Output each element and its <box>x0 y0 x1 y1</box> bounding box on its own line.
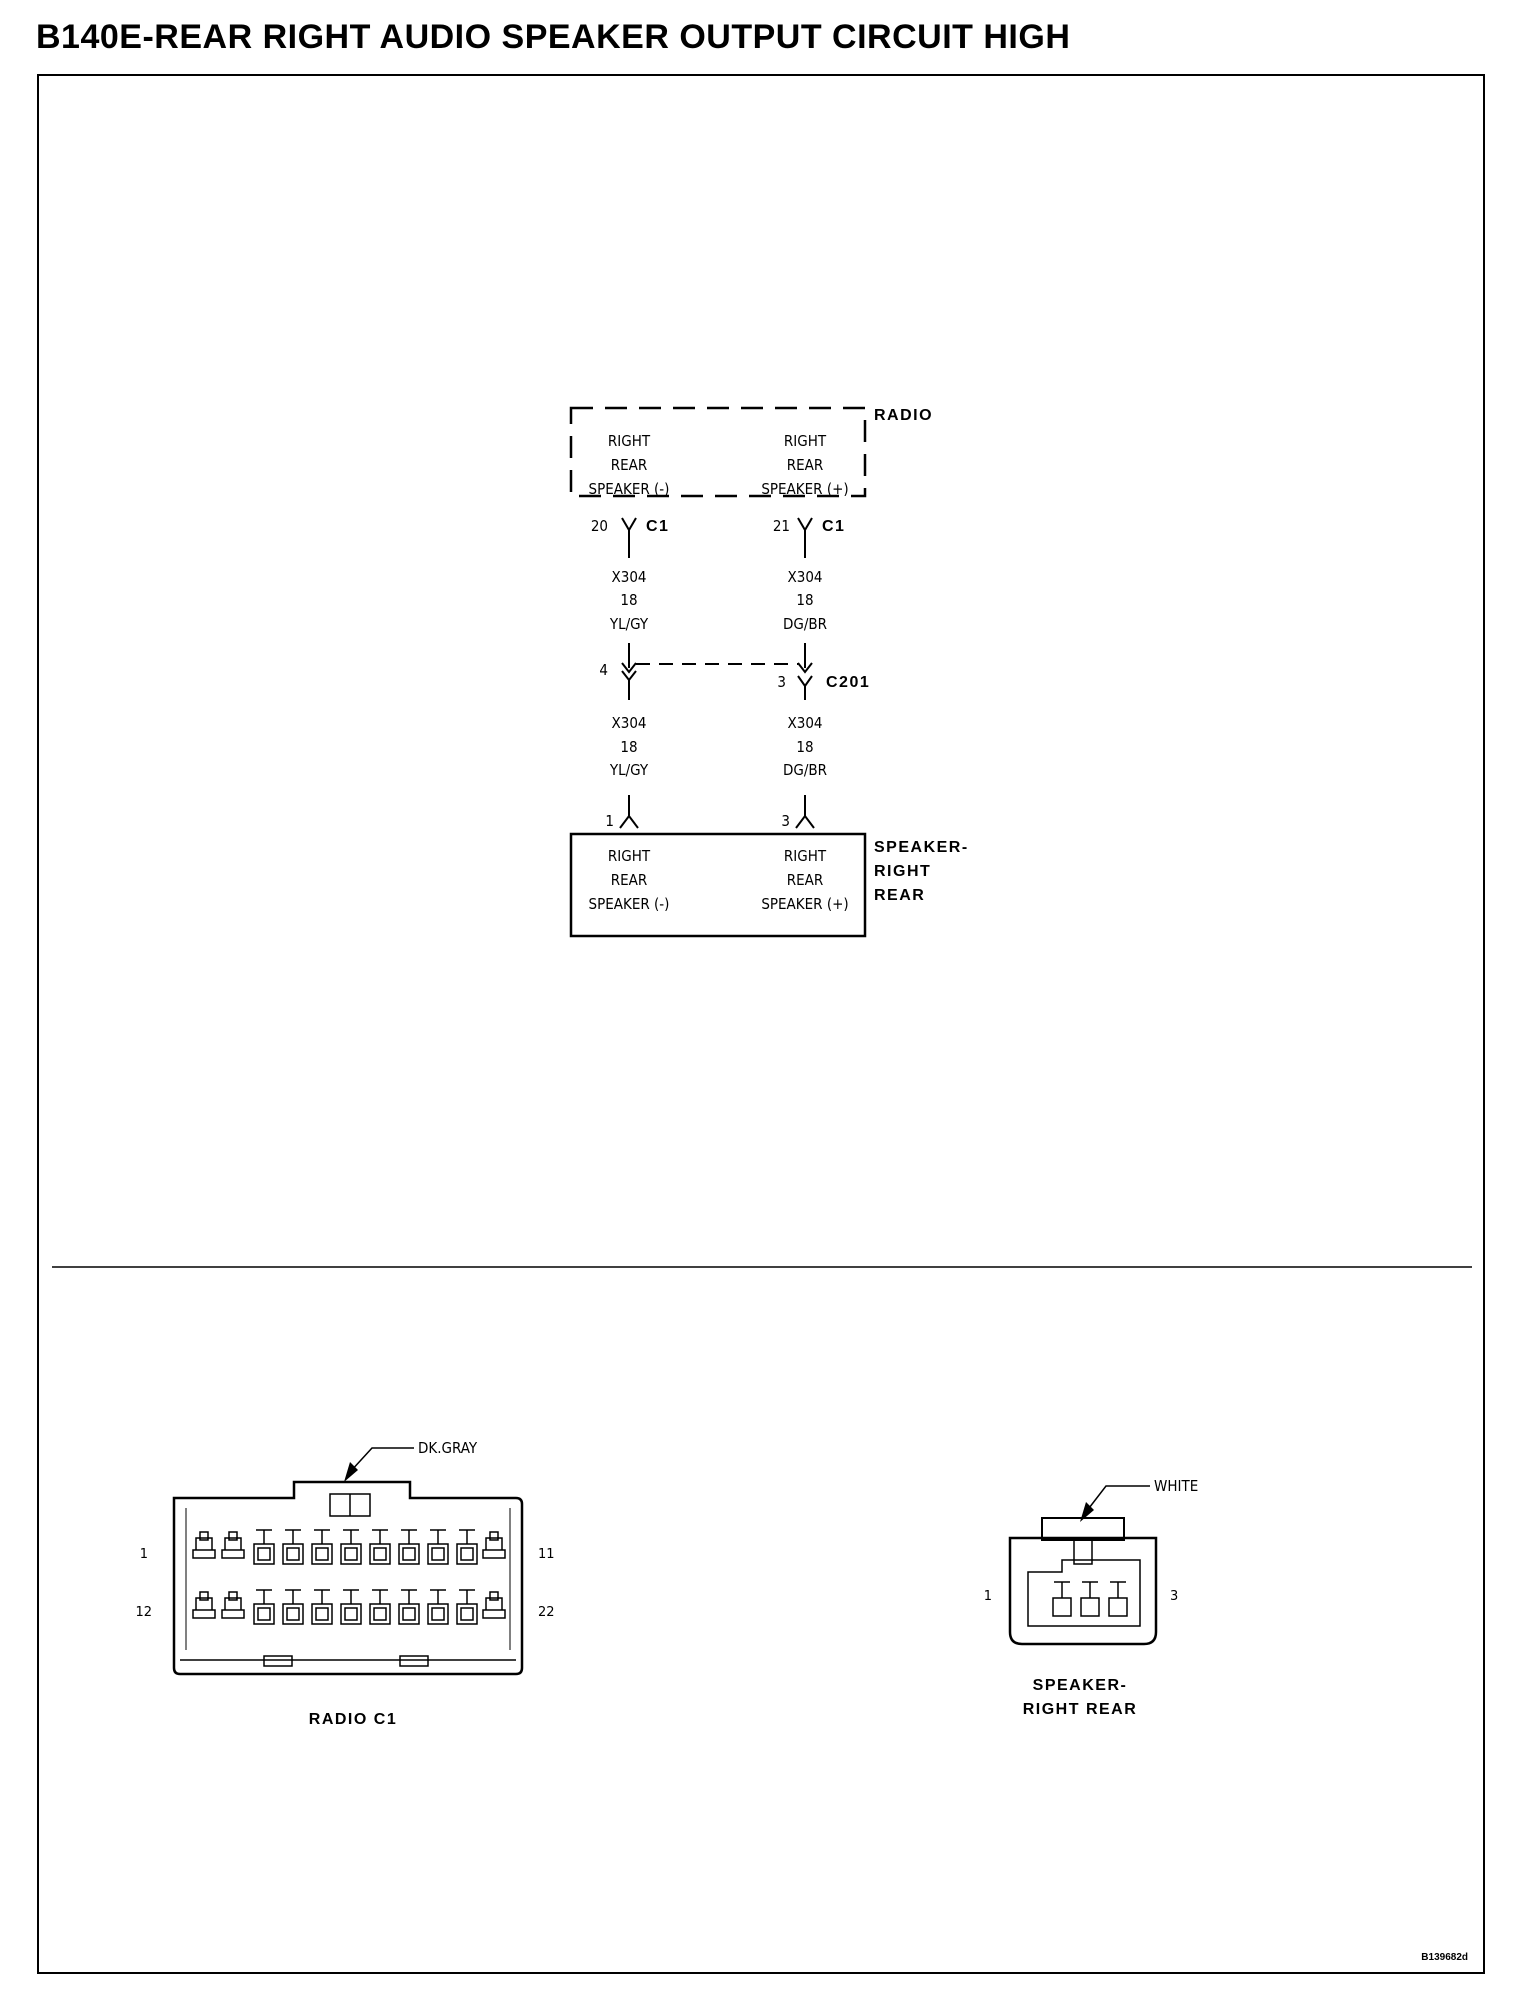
lower-wire-right-label: X304 18 DG/BR <box>783 714 827 779</box>
diagram-frame <box>37 74 1485 1974</box>
speaker-pin-right-number: 3 <box>781 812 790 830</box>
speaker-box <box>569 832 867 938</box>
cavity <box>369 1589 391 1625</box>
cavity <box>482 1531 506 1559</box>
speaker-right-line2: REAR <box>787 871 824 889</box>
cavity <box>1080 1581 1100 1617</box>
speaker-pin-right: 3 <box>781 795 815 830</box>
svg-text:X304: X304 <box>612 568 647 586</box>
speaker-connector-view: WHITE 1 3 SPEAKER- RIGHT REAR <box>984 1477 1199 1718</box>
cavity <box>1052 1581 1072 1617</box>
connector-symbol <box>621 517 637 532</box>
svg-text:DG/BR: DG/BR <box>783 761 827 779</box>
svg-text:YL/GY: YL/GY <box>609 761 649 779</box>
svg-text:18: 18 <box>796 591 813 609</box>
upper-wire-right-label: X304 18 DG/BR <box>783 568 827 633</box>
radio-c1-pin-12: 12 <box>135 1605 152 1620</box>
speaker-left-line3: SPEAKER (-) <box>589 895 670 913</box>
cavity <box>221 1591 245 1619</box>
radio-left-line3: SPEAKER (-) <box>589 480 670 498</box>
speaker-right-line3: SPEAKER (+) <box>761 895 848 913</box>
speaker-cavities <box>1052 1581 1128 1617</box>
cavity <box>253 1529 275 1565</box>
cavity <box>482 1591 506 1619</box>
speaker-name-line3: REAR <box>874 887 925 904</box>
svg-text:18: 18 <box>620 738 637 756</box>
speaker-view-color: WHITE <box>1154 1477 1198 1495</box>
svg-text:X304: X304 <box>788 714 823 732</box>
cavity <box>1108 1581 1128 1617</box>
c201-left-pin: 4 <box>599 661 608 679</box>
c201-connector: 4 3 C201 <box>599 643 870 700</box>
radio-c1-connector-view: DK.GRAY 1 11 12 22 RADIO C1 <box>135 1439 554 1728</box>
cavity <box>369 1529 391 1565</box>
cavity <box>398 1589 420 1625</box>
cavity <box>340 1529 362 1565</box>
speaker-left-line1: RIGHT <box>608 847 651 865</box>
cavity <box>192 1531 216 1559</box>
radio-pin-left: 20 C1 <box>591 517 669 558</box>
speaker-name-line2: RIGHT <box>874 863 931 880</box>
radio-pin-right-connector: C1 <box>822 518 845 535</box>
c201-right-pin: 3 <box>777 673 786 691</box>
connector-symbol <box>795 814 815 829</box>
connector-symbol <box>619 814 639 829</box>
speaker-view-pin-3: 3 <box>1170 1589 1178 1604</box>
cavity <box>427 1589 449 1625</box>
cavity <box>282 1529 304 1565</box>
speaker-view-label-line1: SPEAKER- <box>1033 1677 1128 1694</box>
speaker-pin-left-number: 1 <box>605 812 614 830</box>
speaker-right-line1: RIGHT <box>784 847 827 865</box>
speaker-view-label-line2: RIGHT REAR <box>1023 1701 1138 1718</box>
cavity <box>456 1589 478 1625</box>
speaker-view-pin-1: 1 <box>984 1589 992 1604</box>
figure-id: B139682d <box>1421 1952 1468 1963</box>
speaker-pin-left: 1 <box>605 795 639 830</box>
upper-wire-left-label: X304 18 YL/GY <box>609 568 649 633</box>
svg-text:X304: X304 <box>612 714 647 732</box>
c201-label: C201 <box>826 674 870 691</box>
radio-pin-right: 21 C1 <box>773 517 845 558</box>
speaker-name-line1: SPEAKER- <box>874 839 969 856</box>
radio-c1-pin-22: 22 <box>538 1605 555 1620</box>
speaker-component: RIGHT REAR SPEAKER (-) RIGHT REAR SPEAKE… <box>569 832 969 938</box>
radio-label: RADIO <box>874 407 933 424</box>
radio-left-line2: REAR <box>611 456 648 474</box>
lower-wire-left-label: X304 18 YL/GY <box>609 714 649 779</box>
cavity <box>221 1531 245 1559</box>
svg-text:18: 18 <box>620 591 637 609</box>
svg-text:DG/BR: DG/BR <box>783 615 827 633</box>
speaker-left-line2: REAR <box>611 871 648 889</box>
cavity <box>427 1529 449 1565</box>
cavity <box>340 1589 362 1625</box>
radio-c1-cavities <box>192 1529 506 1625</box>
svg-text:18: 18 <box>796 738 813 756</box>
svg-text:YL/GY: YL/GY <box>609 615 649 633</box>
radio-c1-pin-11: 11 <box>538 1547 555 1562</box>
cavity <box>456 1529 478 1565</box>
radio-right-line1: RIGHT <box>784 432 827 450</box>
connector-symbol <box>797 517 813 532</box>
radio-right-line2: REAR <box>787 456 824 474</box>
radio-pin-right-number: 21 <box>773 517 790 535</box>
radio-component: RADIO RIGHT REAR SPEAKER (-) RIGHT REAR … <box>569 406 933 498</box>
radio-pin-left-connector: C1 <box>646 518 669 535</box>
radio-right-line3: SPEAKER (+) <box>761 480 848 498</box>
radio-pin-left-number: 20 <box>591 517 608 535</box>
radio-left-line1: RIGHT <box>608 432 651 450</box>
radio-box <box>569 406 867 498</box>
cavity <box>253 1589 275 1625</box>
cavity <box>311 1529 333 1565</box>
cavity <box>192 1591 216 1619</box>
cavity <box>398 1529 420 1565</box>
cavity <box>311 1589 333 1625</box>
cavity <box>282 1589 304 1625</box>
page-title: B140E-REAR RIGHT AUDIO SPEAKER OUTPUT CI… <box>36 18 1071 56</box>
radio-c1-color: DK.GRAY <box>418 1439 478 1457</box>
svg-text:X304: X304 <box>788 568 823 586</box>
radio-c1-pin-1: 1 <box>140 1547 148 1562</box>
radio-c1-label: RADIO C1 <box>309 1711 397 1728</box>
